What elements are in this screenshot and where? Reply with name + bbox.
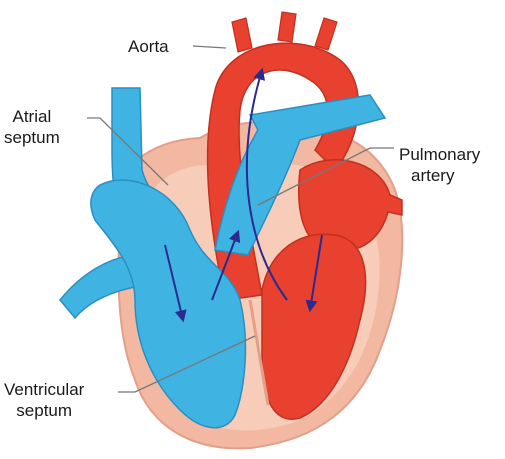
aorta-branch-2 xyxy=(278,12,296,42)
label-pulmonary-artery-line2: artery xyxy=(399,165,480,186)
label-ventricular-septum: Ventricular septum xyxy=(4,379,84,421)
aorta-branch-1 xyxy=(232,18,252,52)
aorta-branch-3 xyxy=(315,18,337,50)
leader-line-aorta xyxy=(193,46,226,48)
label-aorta: Aorta xyxy=(128,36,169,57)
label-atrial-septum-line1: Atrial xyxy=(4,106,60,127)
label-pulmonary-artery-line1: Pulmonary xyxy=(399,144,480,165)
label-atrial-septum: Atrial septum xyxy=(4,106,60,148)
label-ventricular-septum-line2: septum xyxy=(4,400,84,421)
label-aorta-text: Aorta xyxy=(128,36,169,57)
label-ventricular-septum-line1: Ventricular xyxy=(4,379,84,400)
label-pulmonary-artery: Pulmonary artery xyxy=(399,144,480,186)
label-atrial-septum-line2: septum xyxy=(4,127,60,148)
